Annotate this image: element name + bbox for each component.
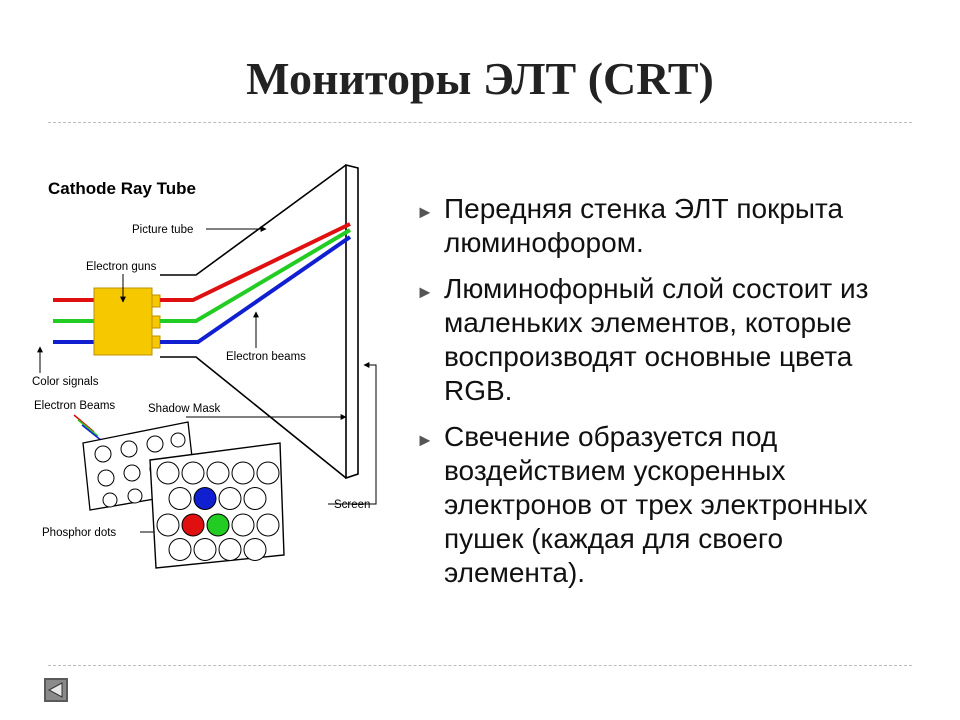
label-phosphor-dots: Phosphor dots xyxy=(42,527,116,539)
back-button[interactable] xyxy=(44,678,68,702)
label-electron-beams: Electron beams xyxy=(226,351,306,363)
picture-tube-outline xyxy=(160,163,359,480)
title-divider xyxy=(48,122,912,123)
phosphor-dot xyxy=(218,538,242,561)
phosphor-screen xyxy=(149,442,285,569)
phosphor-dot xyxy=(231,513,255,537)
green-beam xyxy=(160,228,352,323)
phosphor-dot xyxy=(256,513,280,537)
phosphor-dot xyxy=(181,513,205,537)
screen-leader xyxy=(328,362,377,505)
triangle-bullet-icon: ► xyxy=(416,430,434,450)
back-triangle-icon xyxy=(47,682,63,698)
triangle-bullet-icon: ► xyxy=(416,282,434,302)
phosphor-dot xyxy=(156,513,180,537)
phosphor-dot xyxy=(156,461,180,485)
phosphor-dot xyxy=(206,513,230,537)
electron-guns xyxy=(93,287,161,356)
label-color-signals: Color signals xyxy=(32,376,99,388)
bullet-item: ►Свечение образуется под воздействием ус… xyxy=(416,421,868,588)
label-electron-guns: Electron guns xyxy=(86,261,157,273)
label-electron-beams-caps: Electron Beams xyxy=(34,400,115,412)
label-screen: Screen xyxy=(334,499,370,511)
footer-divider xyxy=(48,665,912,666)
slide-title: Мониторы ЭЛТ (CRT) xyxy=(246,53,714,104)
color-signal-wires xyxy=(53,298,94,344)
red-beam xyxy=(160,222,351,302)
bullet-list: ►Передняя стенка ЭЛТ покрыта люминофором… xyxy=(414,192,914,602)
phosphor-dot xyxy=(256,461,280,485)
phosphor-dot xyxy=(193,487,217,510)
label-shadow-mask: Shadow Mask xyxy=(148,403,220,415)
phosphor-dot xyxy=(193,538,217,561)
bullet-item: ►Люминофорный слой состоит из маленьких … xyxy=(416,273,869,406)
crt-diagram: Cathode Ray Tube Picture tube Electron g… xyxy=(32,163,377,569)
label-picture-tube: Picture tube xyxy=(132,224,193,236)
phosphor-dot xyxy=(168,487,192,510)
electron-beam-lines xyxy=(160,222,352,344)
phosphor-dot xyxy=(218,487,242,510)
phosphor-dot xyxy=(243,487,267,510)
phosphor-dot xyxy=(206,461,230,485)
phosphor-dot xyxy=(231,461,255,485)
incoming-beams xyxy=(73,414,103,442)
diagram-heading: Cathode Ray Tube xyxy=(48,179,196,198)
phosphor-dot xyxy=(168,538,192,561)
blue-beam xyxy=(160,235,352,344)
triangle-bullet-icon: ► xyxy=(416,202,434,222)
phosphor-dot xyxy=(181,461,205,485)
bullet-item: ►Передняя стенка ЭЛТ покрыта люминофором… xyxy=(416,193,844,258)
phosphor-dot xyxy=(243,538,267,561)
